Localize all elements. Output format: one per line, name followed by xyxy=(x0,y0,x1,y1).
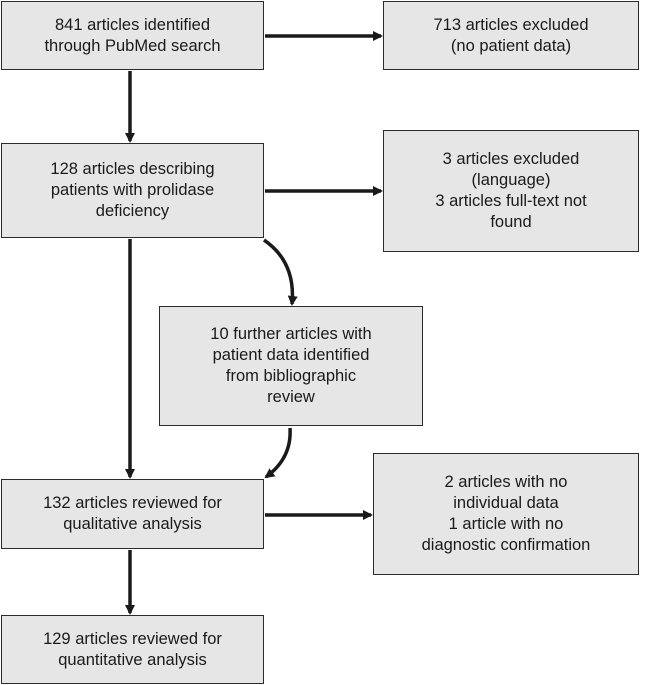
identified-line-1: 841 articles identified xyxy=(54,15,210,34)
no-individual-line-4: diagnostic confirmation xyxy=(421,536,591,554)
arrow-further-to-qualitative xyxy=(264,427,292,479)
describing-line-2: patients with prolidase xyxy=(50,181,215,199)
quantitative-line-2: quantitative analysis xyxy=(58,650,207,669)
excluded-language-line-3: 3 articles full-text not xyxy=(435,192,587,210)
further-line-4: review xyxy=(267,388,315,406)
no-individual-line-1: 2 articles with no xyxy=(444,473,568,491)
excluded-language-line-1: 3 articles excluded xyxy=(442,150,580,168)
excluded-no-data-line-1: 713 articles excluded xyxy=(433,15,589,34)
describing-patients-box: 128 articles describing patients with pr… xyxy=(1,143,264,238)
further-articles-box: 10 further articles with patient data id… xyxy=(159,306,423,426)
further-line-1: 10 further articles with xyxy=(210,325,372,343)
excluded-language-line-4: found xyxy=(490,213,532,231)
quantitative-analysis-box: 129 articles reviewed for quantitative a… xyxy=(1,615,264,684)
identified-line-2: through PubMed search xyxy=(44,36,221,55)
excluded-no-data-line-2: (no patient data) xyxy=(450,36,572,55)
further-line-3: from bibliographic xyxy=(225,367,357,385)
arrow-describing-to-further xyxy=(262,238,298,306)
describing-line-3: deficiency xyxy=(95,202,170,220)
excluded-language-box: 3 articles excluded (language) 3 article… xyxy=(383,130,639,252)
further-line-2: patient data identified xyxy=(212,346,370,364)
qualitative-analysis-box: 132 articles reviewed for qualitative an… xyxy=(1,479,264,549)
no-individual-line-2: individual data xyxy=(453,494,559,512)
excluded-language-line-2: (language) xyxy=(471,171,551,189)
identified-articles-box: 841 articles identified through PubMed s… xyxy=(1,1,264,70)
qualitative-line-2: qualitative analysis xyxy=(63,515,202,533)
no-individual-line-3: 1 article with no xyxy=(448,515,564,533)
describing-line-1: 128 articles describing xyxy=(50,160,215,178)
no-individual-data-box: 2 articles with no individual data 1 art… xyxy=(373,453,639,575)
qualitative-line-1: 132 articles reviewed for xyxy=(43,494,222,512)
quantitative-line-1: 129 articles reviewed for xyxy=(43,629,222,648)
excluded-no-data-box: 713 articles excluded (no patient data) xyxy=(383,1,639,70)
